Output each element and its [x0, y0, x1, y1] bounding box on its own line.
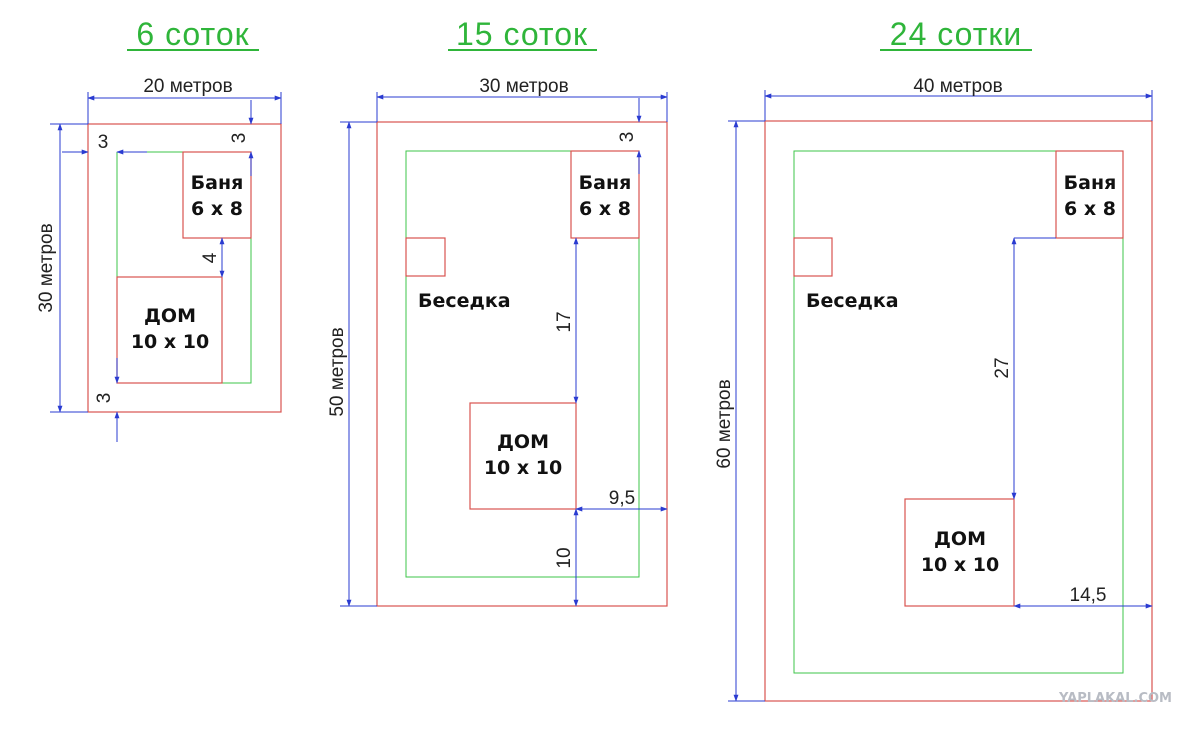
house-building	[116, 276, 223, 384]
banya-building	[570, 150, 640, 239]
panel-6-sotok: 6 соток Баня 6 x 8 ДОМ 10 x 10 20 метров…	[36, 16, 282, 442]
offset-top-label: 3	[229, 133, 250, 144]
offset-left-label: 3	[98, 132, 109, 153]
house-label: ДОМ	[144, 305, 196, 327]
house-building	[469, 402, 577, 510]
setback-line	[793, 150, 1124, 674]
watermark-text: YAPLAKAL.COM	[1058, 691, 1172, 706]
width-label: 20 метров	[143, 76, 232, 97]
banya-label: Баня	[1064, 172, 1117, 194]
panel-title: 15 соток	[456, 16, 588, 52]
banya-building	[1055, 150, 1124, 239]
banya-size: 6 x 8	[579, 198, 631, 220]
gap-label: 17	[554, 311, 575, 332]
plot-boundary	[376, 121, 668, 607]
gazebo-label: Беседка	[418, 290, 511, 312]
house-size: 10 x 10	[131, 331, 209, 353]
width-label: 30 метров	[479, 76, 568, 97]
height-label: 30 метров	[36, 223, 57, 312]
gazebo-building	[405, 237, 446, 277]
setback-line	[405, 150, 640, 578]
panel-24-sotki: 24 сотки Баня 6 x 8 Беседка ДОМ 10 x 10 …	[714, 16, 1153, 702]
height-label: 60 метров	[714, 379, 735, 468]
panel-15-sotok: 15 соток Баня 6 x 8 Беседка ДОМ 10 x 10 …	[327, 16, 668, 607]
gap-label: 27	[992, 357, 1013, 378]
gazebo-label: Беседка	[806, 290, 899, 312]
plot-boundary	[764, 120, 1153, 702]
gap-label: 4	[200, 252, 221, 263]
width-label: 40 метров	[913, 76, 1002, 97]
banya-building	[182, 151, 252, 239]
gazebo-building	[793, 237, 833, 277]
house-label: ДОМ	[497, 431, 549, 453]
plot-boundary	[87, 123, 282, 413]
right-label: 9,5	[609, 488, 635, 509]
house-size: 10 x 10	[921, 554, 999, 576]
panel-title: 6 соток	[136, 16, 249, 52]
offset-bottom-label: 3	[94, 393, 115, 404]
house-building	[904, 498, 1015, 607]
panel-title: 24 сотки	[890, 16, 1022, 52]
height-label: 50 метров	[327, 327, 348, 416]
house-label: ДОМ	[934, 528, 986, 550]
banya-label: Баня	[579, 172, 632, 194]
offset-top-label: 3	[617, 132, 638, 143]
right-label: 14,5	[1070, 585, 1107, 606]
banya-size: 6 x 8	[1064, 198, 1116, 220]
bottom-label: 10	[554, 547, 575, 568]
banya-label: Баня	[191, 172, 244, 194]
banya-size: 6 x 8	[191, 198, 243, 220]
house-size: 10 x 10	[484, 457, 562, 479]
